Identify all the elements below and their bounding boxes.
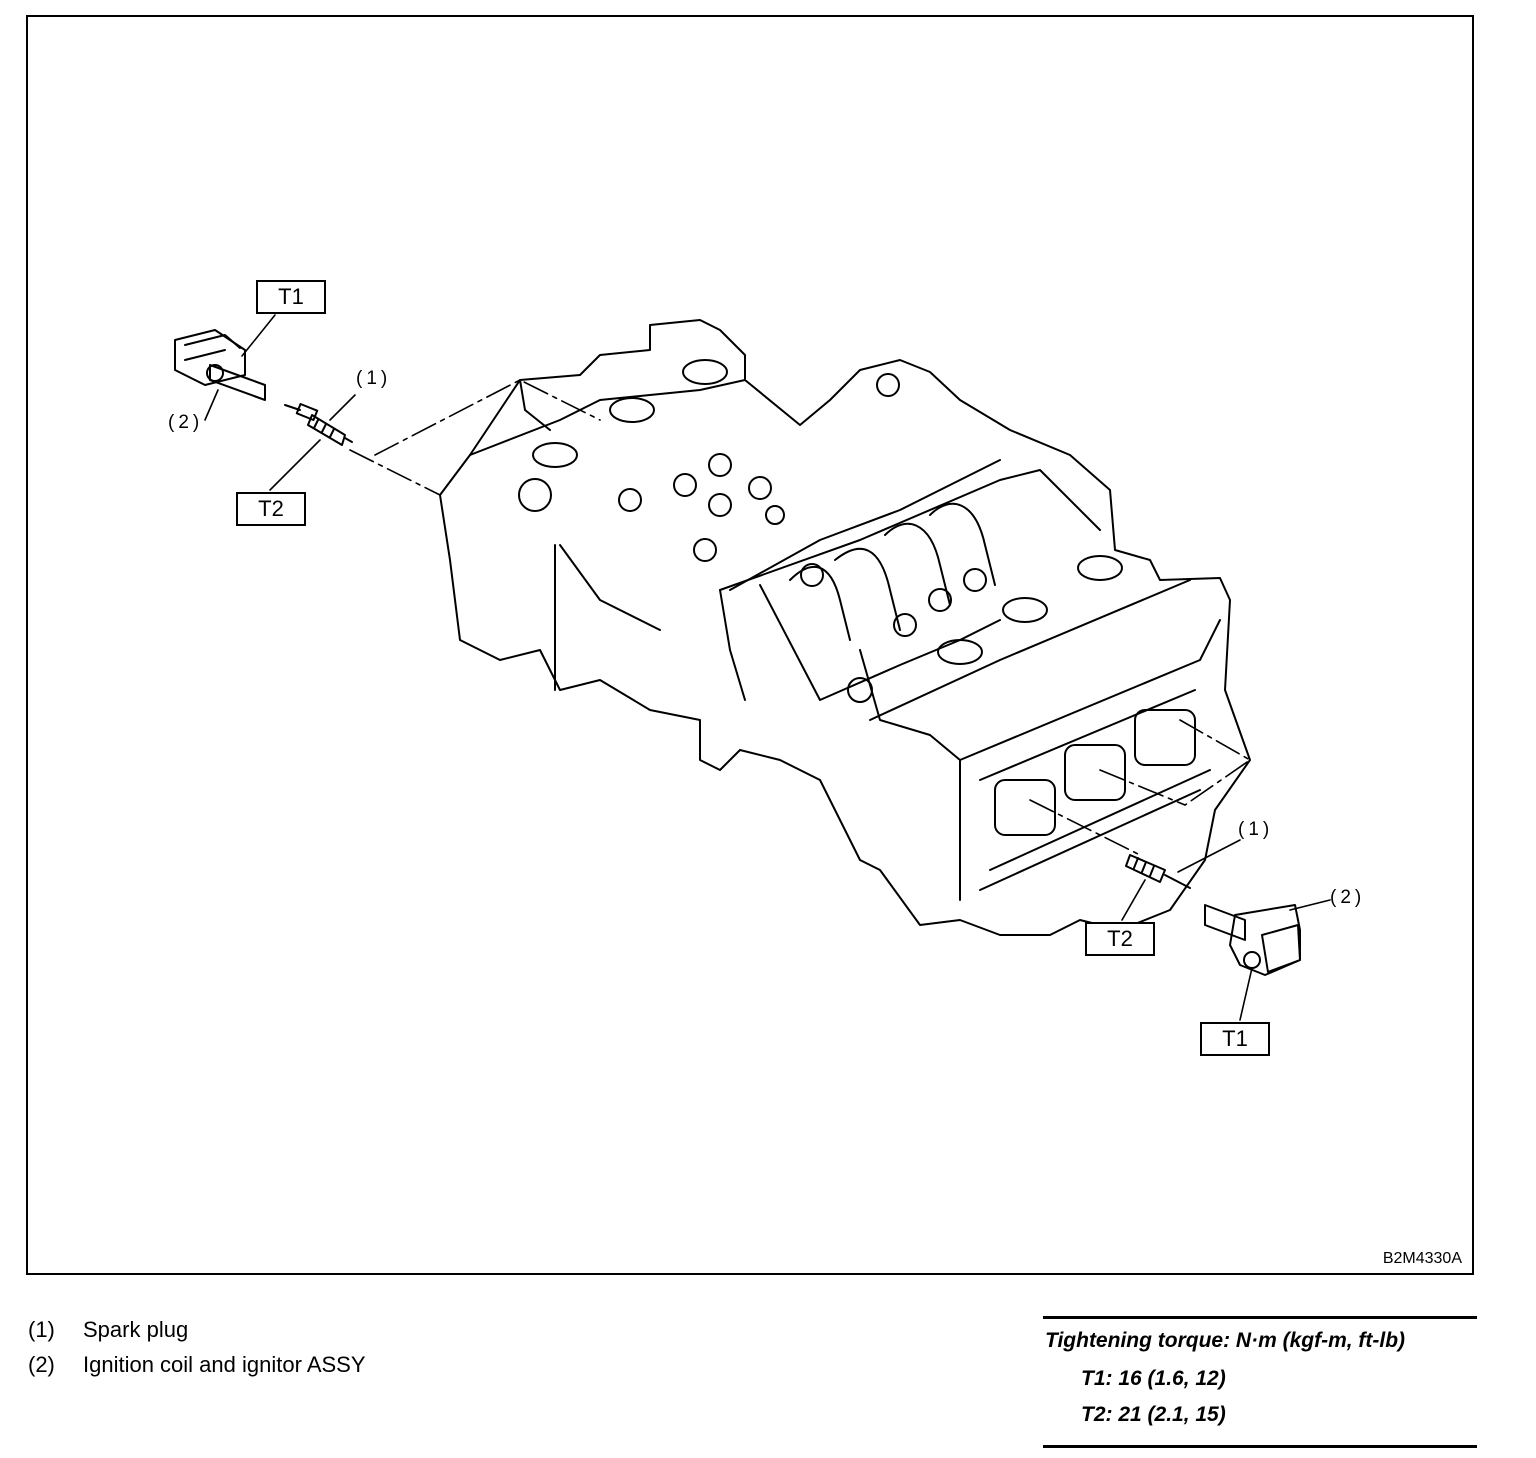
- torque-spec: Tightening torque: N·m (kgf-m, ft-lb) T1…: [1043, 1316, 1477, 1448]
- torque-value-t2: T2: 21 (2.1, 15): [1081, 1403, 1226, 1426]
- center-lines: [349, 379, 1251, 856]
- legend-label: Ignition coil and ignitor ASSY: [83, 1351, 366, 1377]
- tag-t1-left: T1: [256, 280, 326, 314]
- engine-block: [439, 319, 1251, 936]
- parts-legend: (1) Spark plug (2) Ignition coil and ign…: [28, 1312, 366, 1382]
- callout-2-left: (2): [168, 412, 204, 433]
- legend-number: (2): [28, 1351, 55, 1377]
- legend-label: Spark plug: [83, 1316, 189, 1342]
- figure-code: B2M4330A: [1382, 1250, 1462, 1267]
- legend-number: (1): [28, 1316, 55, 1342]
- leader-lines: [204, 314, 1331, 1021]
- spark-plug-right: [1125, 854, 1191, 889]
- tag-t2-right: T2: [1085, 922, 1155, 956]
- legend-item: (2) Ignition coil and ignitor ASSY: [28, 1347, 366, 1382]
- torque-value-t1: T1: 16 (1.6, 12): [1081, 1367, 1226, 1390]
- torque-title: Tightening torque: N·m (kgf-m, ft-lb): [1045, 1329, 1406, 1352]
- tag-t2-left: T2: [236, 492, 306, 526]
- ignition-coil-right: [1204, 904, 1301, 976]
- spark-plug-left: [284, 402, 353, 446]
- ignition-coil-left: [174, 329, 266, 401]
- legend-item: (1) Spark plug: [28, 1312, 366, 1347]
- callout-1-left: (1): [356, 368, 392, 389]
- tag-t1-right: T1: [1200, 1022, 1270, 1056]
- diagram-frame: [26, 15, 1474, 1275]
- callout-1-right: (1): [1238, 819, 1274, 840]
- callout-2-right: (2): [1330, 887, 1366, 908]
